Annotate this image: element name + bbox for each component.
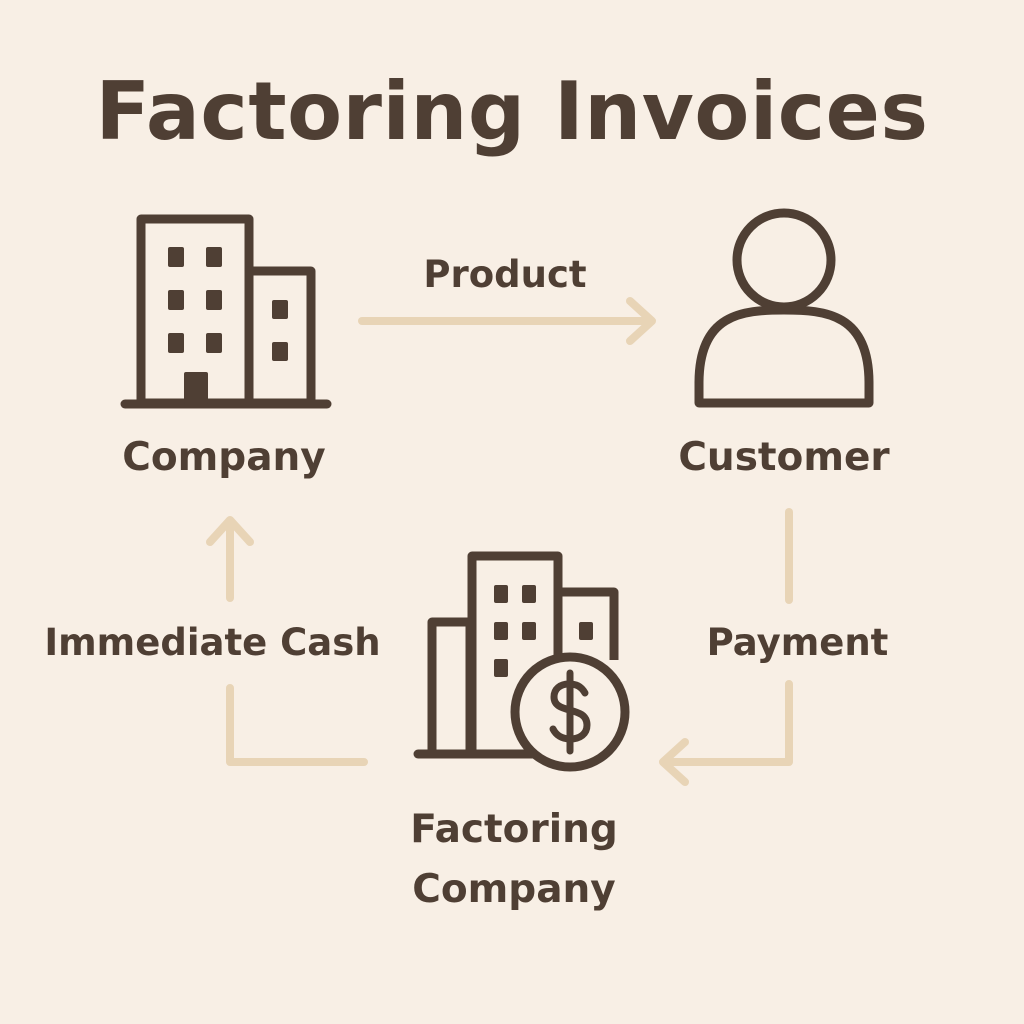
product-arrow [358, 297, 656, 345]
factoring-company-label: Factoring Company [410, 807, 618, 912]
product-flow-label: Product [423, 253, 587, 296]
immediate-cash-flow-label: Immediate Cash [44, 621, 381, 664]
immediate-cash-arrow [206, 516, 368, 766]
customer-person-icon [694, 208, 874, 408]
payment-arrow [659, 508, 793, 786]
customer-label: Customer [678, 435, 890, 480]
payment-flow-label: Payment [706, 621, 889, 664]
dollar-coin-icon [510, 652, 630, 772]
company-label: Company [122, 435, 326, 480]
factoring-company-icon [413, 551, 630, 772]
diagram-title: Factoring Invoices [95, 65, 929, 158]
company-building-icon [120, 214, 332, 409]
